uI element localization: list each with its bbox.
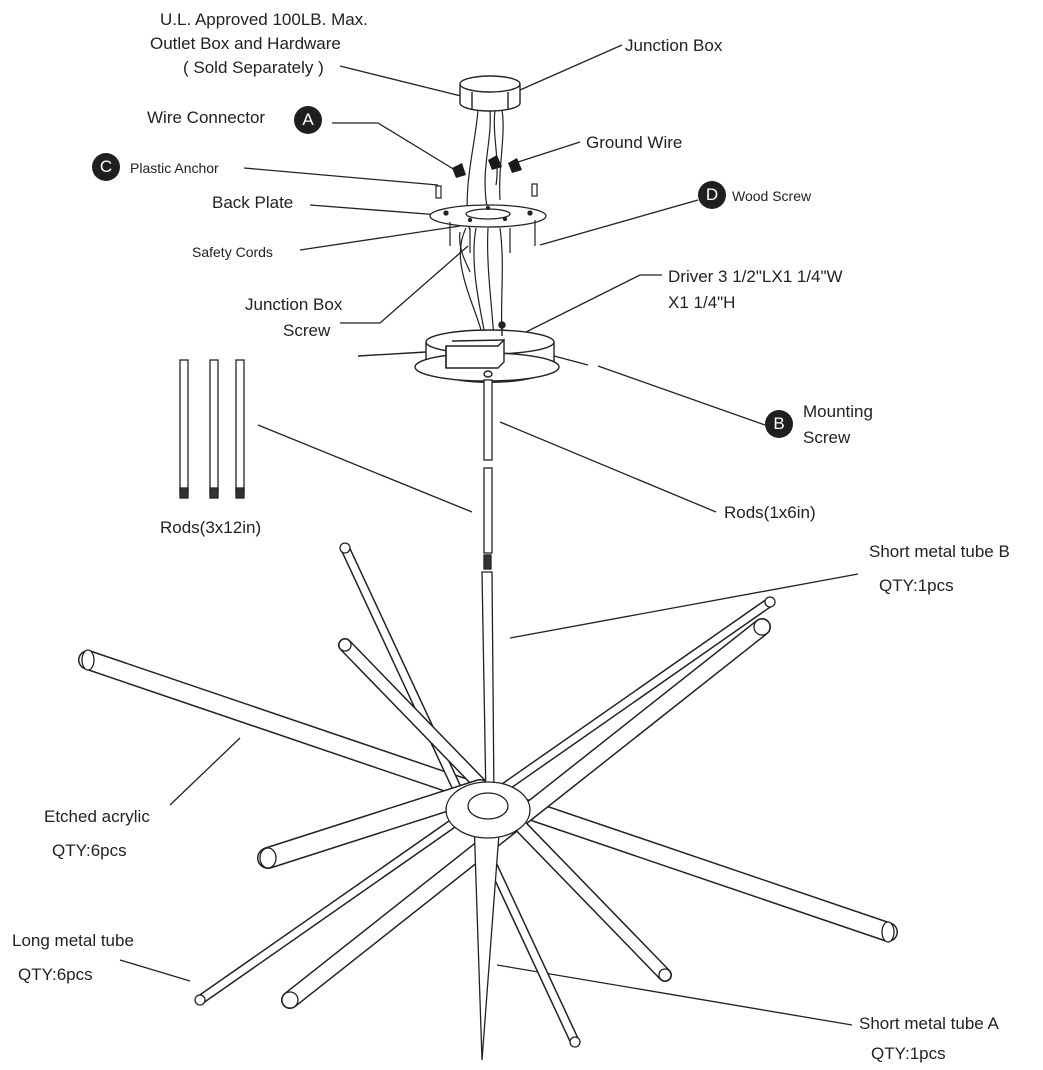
short-tube-b-label: Short metal tube B (869, 542, 1010, 561)
driver-label-1: Driver 3 1/2"LX1 1/4"W (668, 267, 843, 286)
badge-b-icon: B (765, 410, 793, 438)
driver-label-2: X1 1/4"H (668, 293, 736, 312)
spare-rods (179, 359, 245, 499)
short-tube-b-qty: QTY:1pcs (879, 576, 954, 595)
etched-acrylic-qty: QTY:6pcs (52, 841, 127, 860)
plastic-anchor-label: Plastic Anchor (130, 160, 219, 176)
badge-a-icon: A (294, 106, 322, 134)
wood-screw-label: Wood Screw (732, 188, 812, 204)
rods-3x12-label: Rods(3x12in) (160, 518, 262, 537)
short-tube-a-qty: QTY:1pcs (871, 1044, 946, 1063)
junction-box (459, 75, 521, 112)
etched-acrylic-label: Etched acrylic (44, 807, 150, 826)
back-plate-label: Back Plate (212, 193, 294, 212)
ul-approved-label-1: U.L. Approved 100LB. Max. (160, 10, 368, 29)
junction-box-screw-label-2: Screw (283, 321, 331, 340)
safety-cords-label: Safety Cords (192, 244, 273, 260)
long-tube-qty: QTY:6pcs (18, 965, 93, 984)
short-tube-a-label: Short metal tube A (859, 1014, 999, 1033)
badge-d-icon: D (698, 181, 726, 209)
mounting-screw-label-2: Screw (803, 428, 851, 447)
junction-box-label: Junction Box (625, 36, 723, 55)
junction-box-screw-label-1: Junction Box (245, 295, 343, 314)
wire-connector-label: Wire Connector (147, 108, 266, 127)
stem-rods (483, 379, 493, 570)
ul-approved-label-3: ( Sold Separately ) (183, 58, 324, 77)
canopy (357, 321, 589, 383)
rods-1x6-label: Rods(1x6in) (724, 503, 816, 522)
ul-approved-label-2: Outlet Box and Hardware (150, 34, 341, 53)
back-plate (429, 204, 547, 228)
central-hub (445, 781, 531, 839)
badge-c-icon: C (92, 153, 120, 181)
long-tube-label: Long metal tube (12, 931, 134, 950)
mounting-screw-label-1: Mounting (803, 402, 873, 421)
ground-wire-label: Ground Wire (586, 133, 683, 152)
